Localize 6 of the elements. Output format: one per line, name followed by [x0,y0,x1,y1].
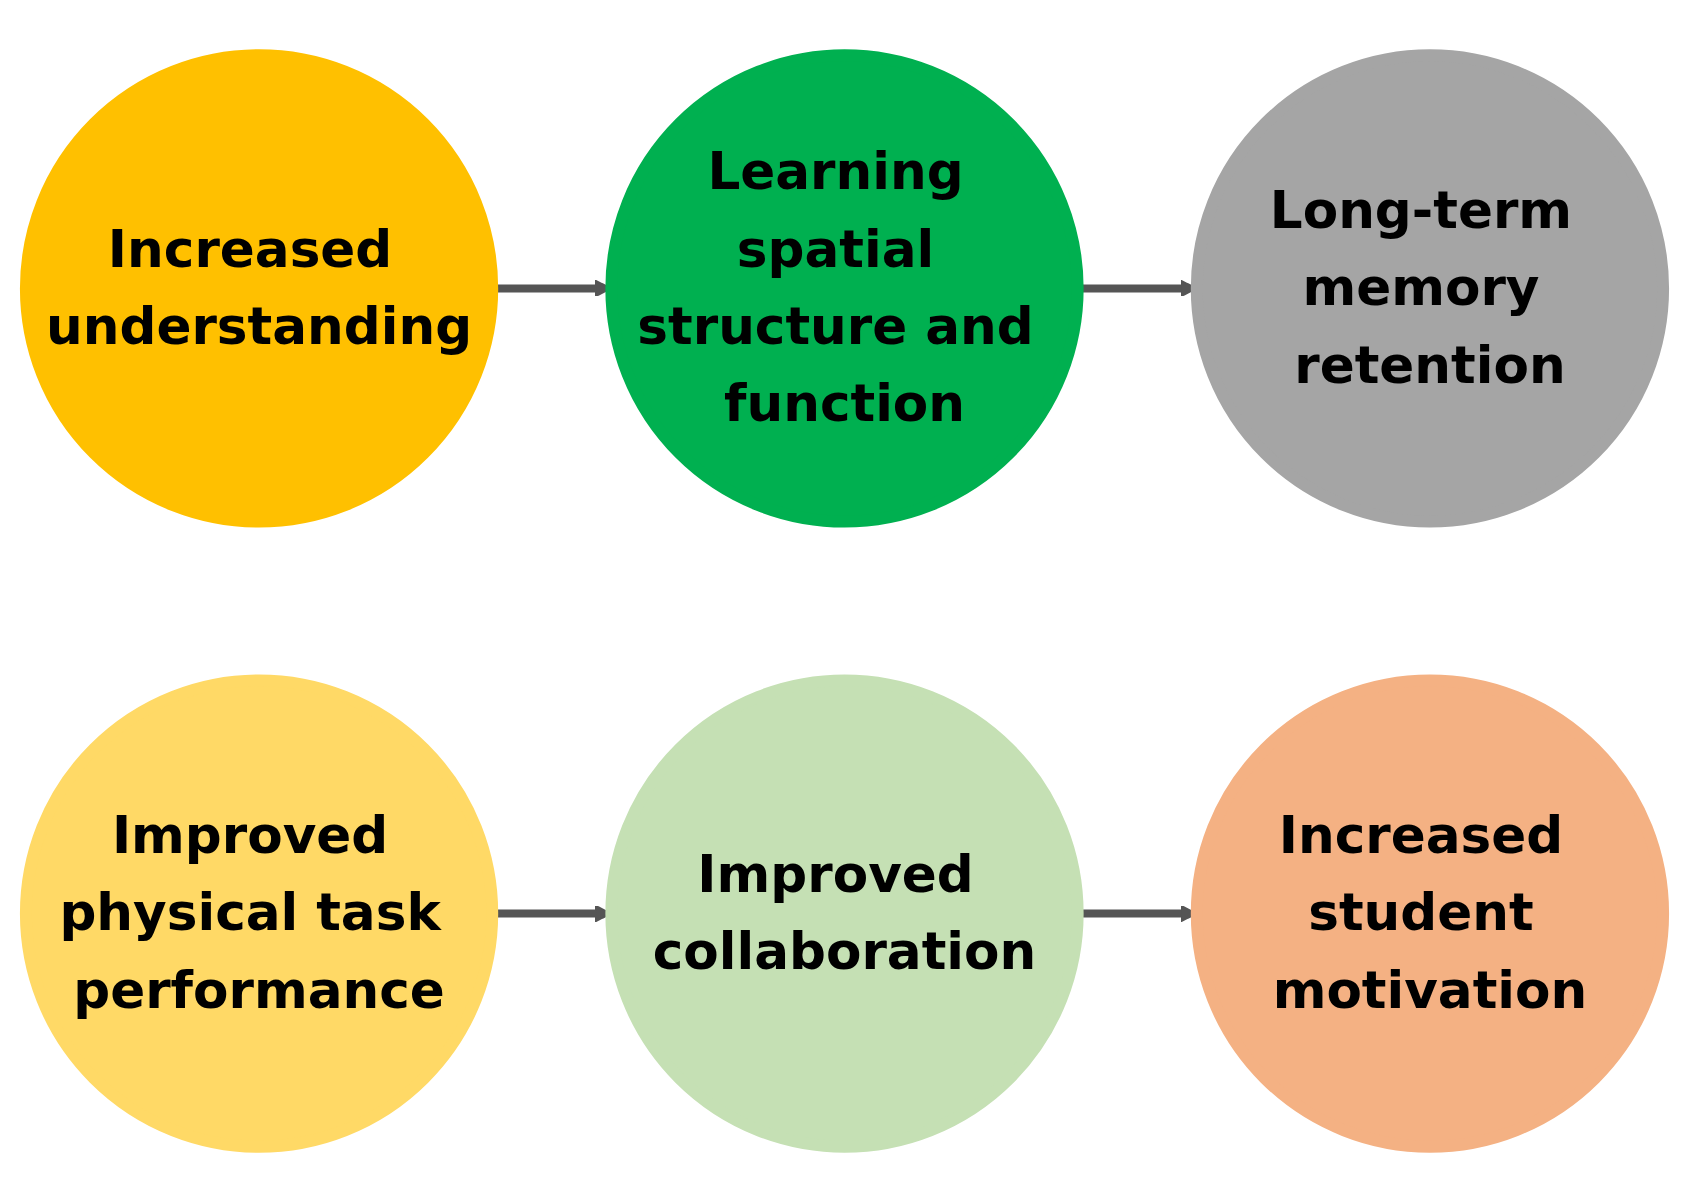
node-circle: Increased understanding [19,49,499,528]
node-circle: Long-term memory retention [1190,49,1670,528]
node-circle: Learning spatial structure and function [605,49,1084,528]
node-circle: Increased student motivation [1190,674,1670,1153]
node-circle: Improved collaboration [605,674,1084,1153]
node-circle: Improved physical task performance [19,674,499,1153]
